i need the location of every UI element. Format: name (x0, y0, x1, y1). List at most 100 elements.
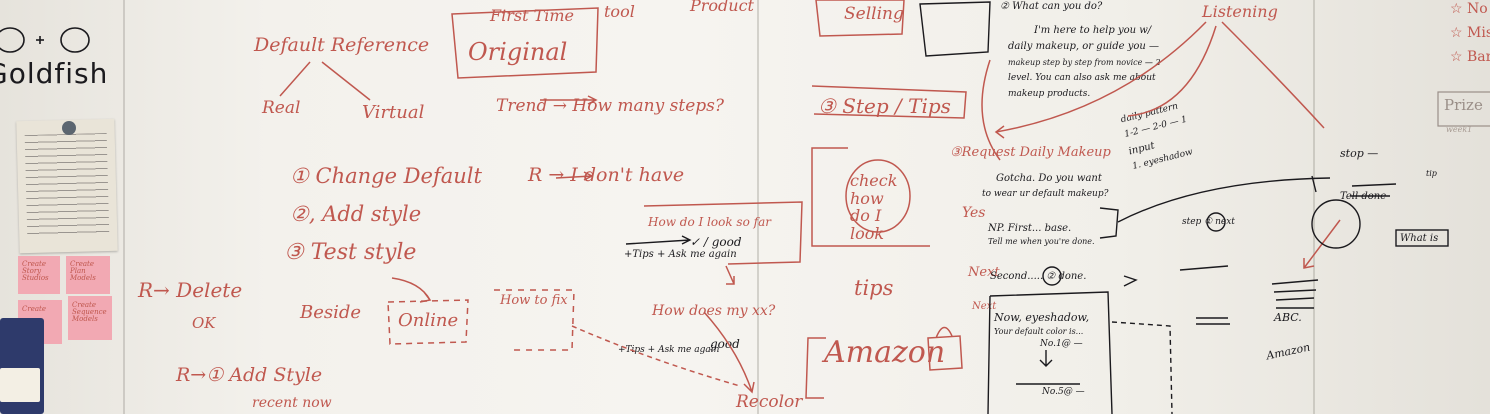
note-good-1: ✓ / good (690, 235, 742, 249)
note-selling: Selling (844, 4, 904, 24)
bracket (805, 337, 826, 399)
note-check-how: check how do I look (850, 171, 898, 243)
box-label (0, 368, 40, 402)
board-seam (1313, 0, 1315, 414)
reply-line: daily makeup, or guide you — (1008, 41, 1160, 52)
connector-line (1117, 177, 1331, 223)
box-step-tips (811, 85, 967, 119)
sticky-note-text: Create Story Studios (22, 260, 49, 282)
note-r-dont-have: R → I don't have (528, 164, 685, 186)
right-edge-item: ☆ Mis (1450, 25, 1490, 41)
bracket (811, 147, 930, 247)
note-what-can-you-do: ② What can you do? (1000, 1, 1103, 12)
note-tip: tip (1426, 169, 1437, 178)
sticky-note-text: Create (22, 305, 46, 313)
doodle-stack (1271, 279, 1319, 309)
box-look (643, 201, 803, 265)
face-doodle (1311, 175, 1397, 197)
note-how-do-i-look: How do I look so far (648, 215, 771, 229)
note-abc: ABC. (1274, 311, 1302, 324)
prize-sub: week1 (1446, 125, 1473, 134)
reply-line: level. You can also ask me about (1008, 73, 1156, 83)
arrow (279, 61, 311, 97)
prize-box (1437, 91, 1490, 127)
reply-line: makeup step by step from novice — 2 (1008, 58, 1161, 67)
arrow (625, 235, 692, 245)
reply-block: I'm here to help you w/ daily makeup, or… (1008, 26, 1161, 99)
bracket (1099, 207, 1119, 239)
note-request-makeup: ③Request Daily Makeup (950, 145, 1111, 160)
note-amazon: Amazon (824, 335, 946, 370)
note-default-reference: Default Reference (254, 34, 430, 56)
note-step-next: step ① next (1182, 217, 1235, 227)
arrow (555, 171, 594, 181)
note-online: Online (398, 310, 459, 331)
right-edge-item: ☆ Bar (1450, 49, 1490, 65)
note-trend-steps: Trend → How many steps? (496, 96, 724, 116)
right-edge-item: ☆ No (1450, 1, 1488, 17)
goldfish-label: Goldfish (0, 57, 109, 90)
note-second: Second..... ② done. (990, 271, 1087, 282)
note-listening: Listening (1202, 2, 1278, 21)
note-now-eyeshadow-2: Your default color is... (994, 327, 1084, 336)
step-circle (1042, 266, 1062, 286)
note-r-add-style: R→① Add Style (176, 364, 323, 386)
bracket (1123, 275, 1138, 287)
box-setting (919, 1, 991, 57)
arrow (1221, 21, 1325, 129)
goldfish-doodle (60, 27, 90, 53)
prize-label: Prize (1444, 96, 1483, 114)
note-recolor: Recolor (736, 392, 803, 412)
note-product: Product (690, 0, 754, 15)
arrow (725, 265, 735, 285)
note-what-is: What is (1400, 233, 1439, 244)
note-tips-ask-1: +Tips + Ask me again (624, 249, 737, 260)
note-tips: tips (854, 276, 894, 300)
note-next-1: Next (968, 265, 1000, 280)
board-seam (757, 0, 759, 414)
note-beside: Beside (300, 302, 362, 323)
box-selling (815, 0, 905, 37)
note-tool: tool (604, 2, 635, 21)
dashed-connector (1111, 321, 1173, 414)
sticky-note: Create Story Studios (18, 256, 60, 294)
arrow (1127, 25, 1217, 117)
arrow (981, 59, 1001, 161)
note-real: Real (262, 98, 301, 118)
arrow-long (703, 311, 755, 394)
step-circle (1206, 212, 1226, 232)
arrow (1039, 350, 1053, 367)
arrow-dashed (571, 325, 741, 387)
face-doodle (1311, 199, 1361, 249)
note-now-eyeshadow-1: Now, eyeshadow, (994, 311, 1090, 324)
note-test-style: ③ Test style (284, 240, 417, 265)
note-add-style: ②, Add style (290, 202, 422, 226)
note-ok: OK (192, 314, 216, 332)
note-no5: No.5@ — (1042, 387, 1085, 397)
sticky-note: Create Sequence Models (68, 296, 112, 340)
arrow (391, 277, 432, 303)
note-next-2: Next (972, 301, 997, 312)
note-how-does-my-xx: How does my xx? (652, 303, 776, 319)
note-r-delete: R→ Delete (138, 278, 243, 302)
note-np-first-1: NP. First... base. (988, 223, 1072, 234)
arrow (540, 95, 598, 105)
note-yes: Yes (962, 205, 986, 221)
note-good-2: good (710, 337, 740, 351)
sticky-note-text: Create Sequence Models (72, 301, 107, 323)
box-steps (987, 291, 1113, 414)
note-stop: stop — (1340, 147, 1379, 160)
board-seam (123, 0, 125, 414)
note-np-first-2: Tell me when you're done. (988, 237, 1095, 246)
dashed-box-online (387, 299, 469, 345)
pushpin (62, 121, 76, 135)
reply-line: I'm here to help you w/ (1034, 25, 1152, 36)
note-no1: No.1@ — (1040, 339, 1083, 349)
box-first-time (451, 7, 599, 79)
dashed-box-fix (494, 289, 575, 351)
note-gotcha-2: to wear ur default makeup? (982, 189, 1109, 199)
doodle-stack (1179, 265, 1230, 325)
note-step-tips: ③ Step / Tips (818, 94, 951, 118)
note-virtual: Virtual (362, 102, 425, 123)
note-how-to-fix: How to fix (500, 293, 568, 308)
